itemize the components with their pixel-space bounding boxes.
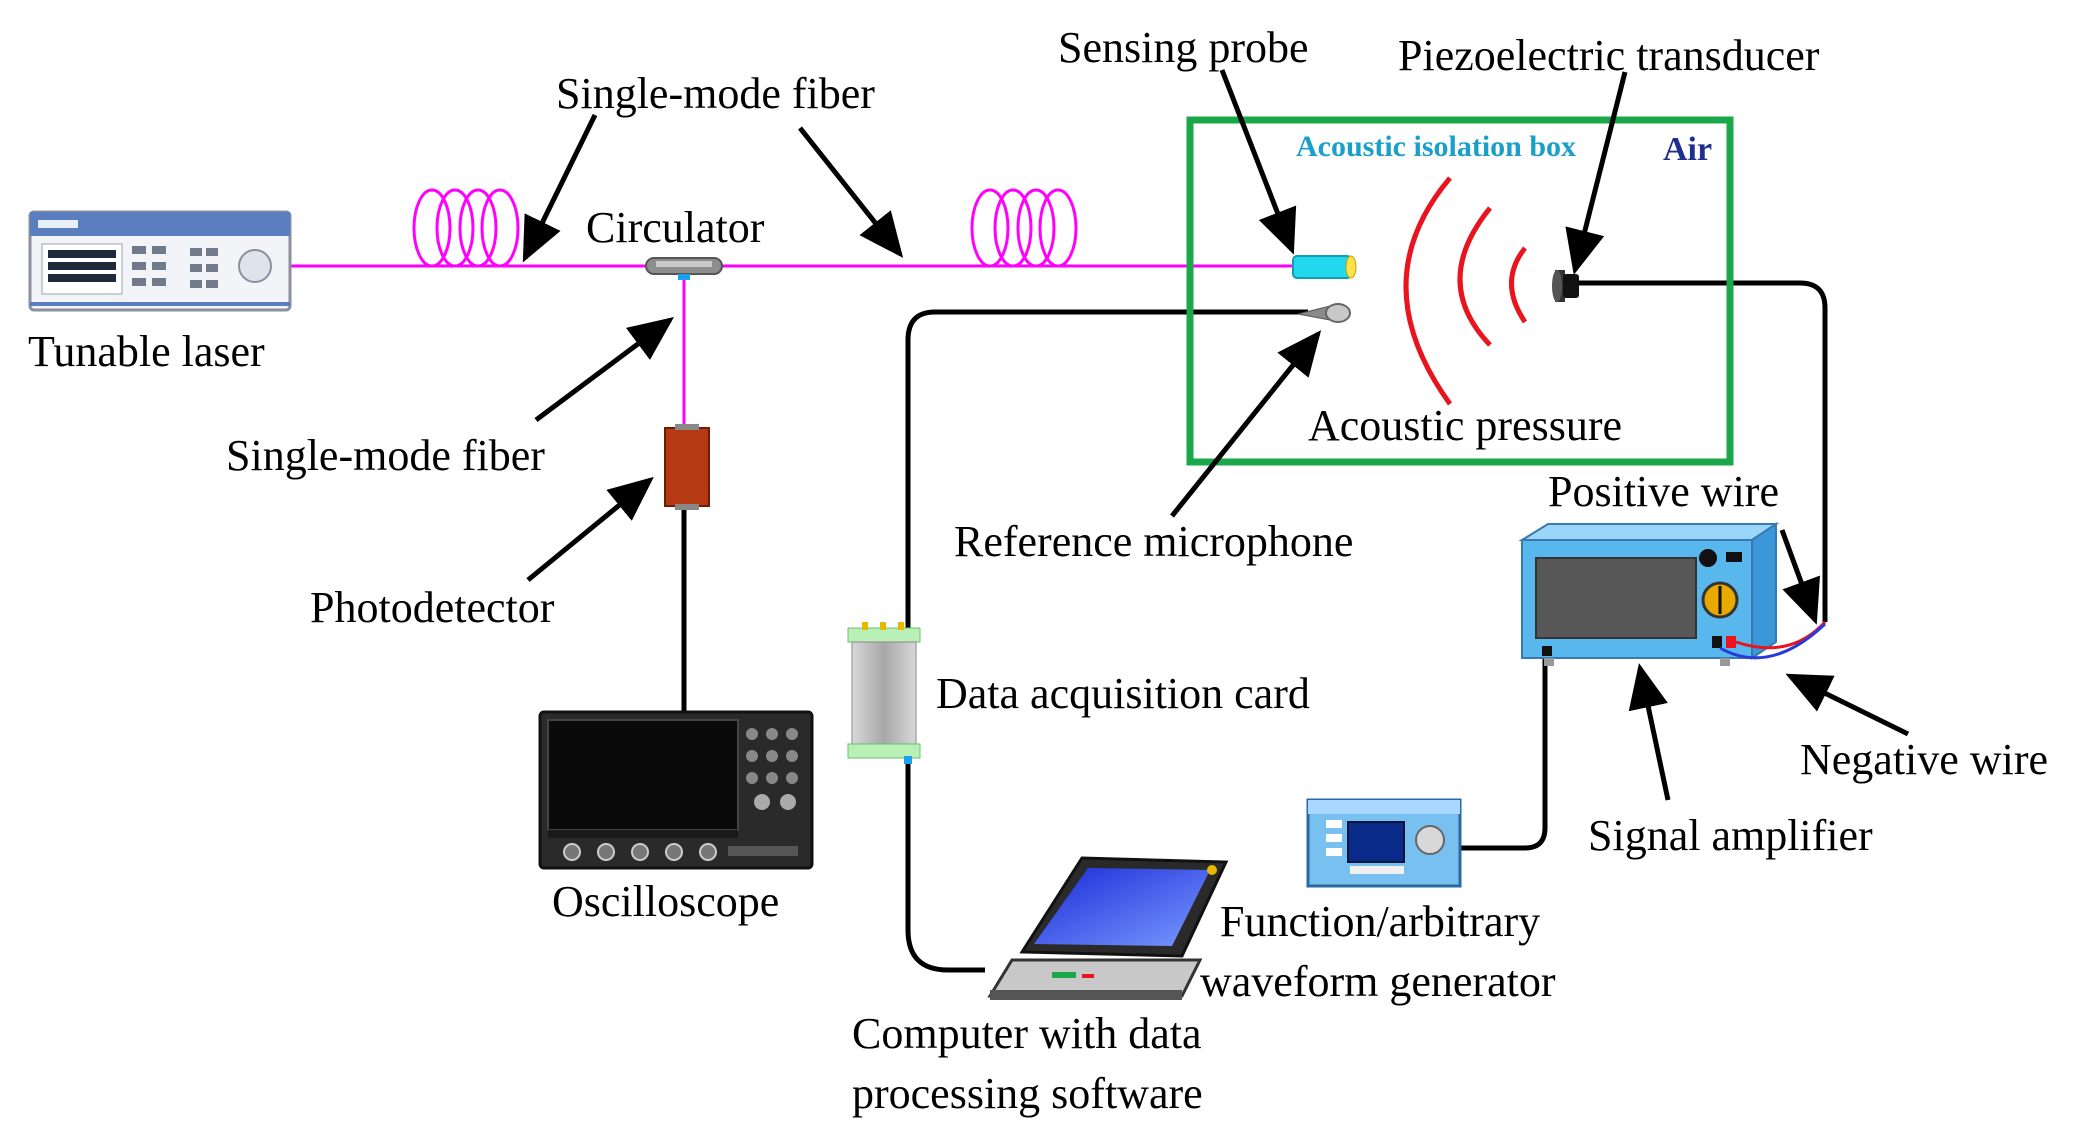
waveform-generator-icon [1306, 798, 1462, 888]
acoustic-pressure-label: Acoustic pressure [1308, 401, 1622, 450]
photodetector-icon [664, 424, 710, 510]
negative-wire [1719, 622, 1827, 660]
tunable-laser-icon [28, 210, 292, 312]
acoustic-isolation-box-label: Acoustic isolation box [1296, 130, 1576, 163]
data-acquisition-card-icon [847, 622, 921, 764]
fiber-coil-left [412, 188, 520, 268]
function-generator-label-line1: Function/arbitrary [1220, 897, 1540, 946]
piezoelectric-transducer-label: Piezoelectric transducer [1398, 31, 1820, 80]
annotation-arrows [522, 69, 1910, 801]
air-label: Air [1663, 131, 1712, 168]
acoustic-isolation-box [1186, 116, 1734, 466]
single-mode-fiber-top-label: Single-mode fiber [556, 69, 875, 118]
positive-wire-label: Positive wire [1548, 467, 1779, 516]
sensing-probe-label: Sensing probe [1058, 23, 1309, 72]
computer-label-line2: processing software [852, 1069, 1203, 1118]
signal-wires [681, 280, 1828, 973]
fiber-coil-right [970, 188, 1078, 268]
signal-amplifier-label: Signal amplifier [1588, 811, 1873, 860]
acoustic-wave-icon [1403, 176, 1528, 406]
microphone-icon [1297, 303, 1351, 323]
negative-wire-label: Negative wire [1800, 735, 2048, 784]
data-acquisition-card-label: Data acquisition card [936, 669, 1310, 718]
reference-microphone-label: Reference microphone [954, 517, 1353, 566]
single-mode-fiber-mid-label: Single-mode fiber [226, 431, 545, 480]
signal-amplifier-icon [1518, 522, 1780, 666]
fiber-main-line [290, 264, 1295, 428]
computer-label-line1: Computer with data [852, 1009, 1202, 1058]
circulator-icon [645, 257, 723, 280]
circulator-label: Circulator [586, 203, 765, 252]
sensing-probe-icon [1292, 255, 1357, 279]
tunable-laser-label: Tunable laser [28, 327, 265, 376]
oscilloscope-icon [538, 710, 814, 870]
laptop-icon [987, 856, 1229, 1000]
piezoelectric-transducer-icon [1552, 270, 1579, 302]
oscilloscope-label: Oscilloscope [552, 877, 779, 926]
photodetector-label: Photodetector [310, 583, 555, 632]
function-generator-label-line2: waveform generator [1200, 957, 1556, 1006]
